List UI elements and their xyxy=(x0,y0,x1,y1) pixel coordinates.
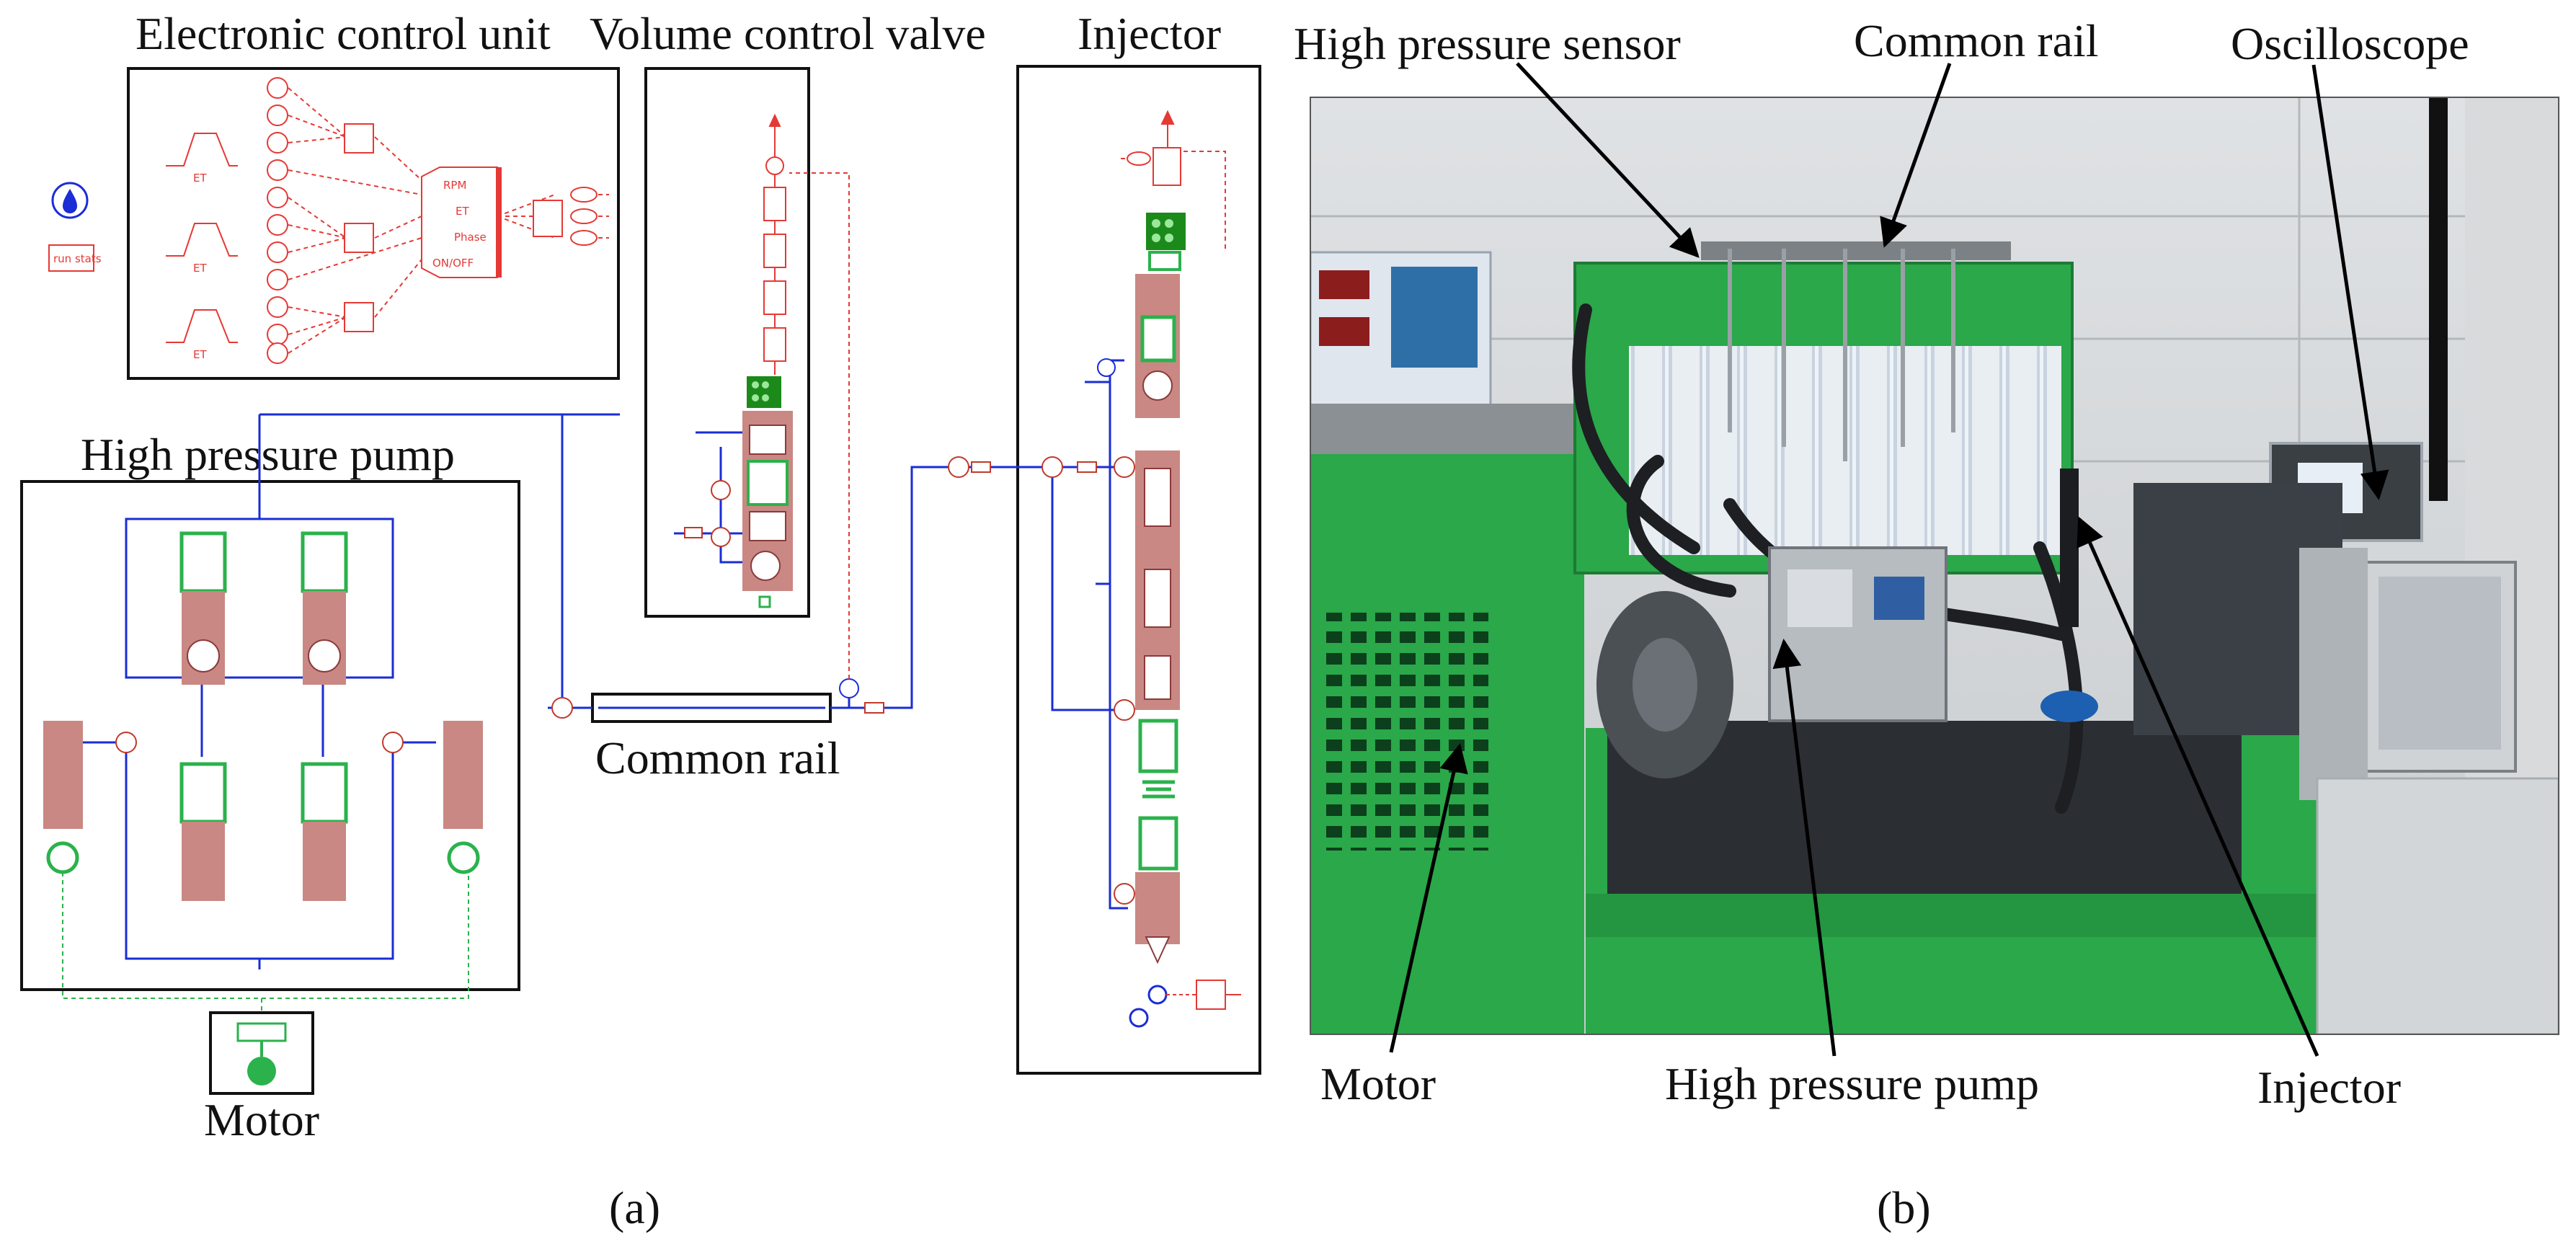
injector-photo xyxy=(2060,469,2079,627)
wall-pipe xyxy=(2429,97,2448,501)
pc-tower xyxy=(2299,548,2368,800)
hpp-check-valves xyxy=(115,732,404,753)
label-hp-pump: High pressure pump xyxy=(1665,1058,2039,1109)
run-stats-label: run stats xyxy=(53,252,102,265)
injector-top-chain xyxy=(1127,110,1181,186)
rail-photo xyxy=(1701,241,2011,260)
vcv-block: Volume control valve xyxy=(590,8,986,618)
hpp-pistons-lower xyxy=(179,762,348,901)
label-motor: Motor xyxy=(1320,1058,1436,1109)
pressure-signal xyxy=(789,172,850,679)
motor-block: Motor xyxy=(62,872,469,1145)
ecu-port-rpm: RPM xyxy=(443,179,466,192)
rail-pipes xyxy=(1728,249,1955,461)
label-hp-sensor: High pressure sensor xyxy=(1294,18,1681,69)
rail-label-a: Common rail xyxy=(595,732,840,783)
ecu-block: Electronic control unit ET ET ET xyxy=(127,8,620,380)
motor-label-a: Motor xyxy=(204,1094,319,1145)
arrow-hp-sensor xyxy=(1516,62,1700,258)
motor-vents xyxy=(1319,613,1488,851)
arrow-injector xyxy=(2077,516,2319,1057)
entry-nodes xyxy=(948,456,991,478)
photo-scene xyxy=(1310,97,2559,1034)
injector-title: Injector xyxy=(1078,8,1221,59)
arrow-hp-pump xyxy=(1772,639,1836,1057)
rail-nodes xyxy=(551,678,884,719)
et-waveforms xyxy=(166,133,238,343)
et-mark-3: ET xyxy=(193,348,207,361)
global-icons: run stats xyxy=(48,182,102,272)
arrow-motor xyxy=(1389,743,1468,1053)
vcv-nodes xyxy=(684,480,731,547)
ecu-port-phase: Phase xyxy=(454,231,487,244)
panel-b-photo: High pressure sensor Common rail Oscillo… xyxy=(1294,15,2559,1233)
ecu-port-et: ET xyxy=(456,205,469,218)
hpp-frame xyxy=(20,480,520,991)
callout-arrows xyxy=(1389,62,2389,1057)
injector-solenoid xyxy=(1146,213,1186,271)
hpp-block: High pressure pump xyxy=(20,413,620,991)
hpp-side-pistons xyxy=(43,721,483,874)
injector-nozzle-out xyxy=(1129,980,1241,1028)
vcv-title: Volume control valve xyxy=(590,8,986,59)
injector-body xyxy=(1135,274,1180,964)
injection-controller: RPM ET Phase ON/OFF xyxy=(421,167,502,278)
ecu-title: Electronic control unit xyxy=(136,8,551,59)
hpp-title: High pressure pump xyxy=(81,429,455,480)
hpp-hydraulic-lines xyxy=(83,413,620,969)
ecu-port-onoff: ON/OFF xyxy=(432,257,474,270)
label-injector: Injector xyxy=(2257,1062,2401,1113)
gain-circles xyxy=(267,77,288,364)
arrow-common-rail xyxy=(1880,63,1952,248)
hpp-pistons-upper xyxy=(179,531,348,685)
et-mark-2: ET xyxy=(193,262,207,275)
label-oscilloscope: Oscilloscope xyxy=(2231,18,2469,69)
vcv-signal-chain xyxy=(763,113,786,375)
motor-links xyxy=(62,872,469,1013)
panel-a-schematic: Electronic control unit ET ET ET xyxy=(20,8,1261,1233)
ecu-outputs xyxy=(570,187,598,246)
label-common-rail: Common rail xyxy=(1854,15,2099,66)
common-rail: Common rail xyxy=(548,172,959,783)
vcv-solenoid xyxy=(747,376,781,408)
et-mark-1: ET xyxy=(193,172,207,185)
run-stats-icon xyxy=(48,244,94,272)
vcv-valve-body xyxy=(742,411,793,608)
panel-b-tag: (b) xyxy=(1877,1182,1931,1233)
cart xyxy=(2316,777,2559,1034)
photo-border xyxy=(1310,97,2559,1035)
injector-nodes xyxy=(1041,358,1135,905)
arrow-oscilloscope xyxy=(2311,64,2389,500)
injector-block: Injector xyxy=(959,8,1261,1075)
ecu-sum-blocks xyxy=(344,123,563,332)
panel-a-tag: (a) xyxy=(609,1182,660,1233)
